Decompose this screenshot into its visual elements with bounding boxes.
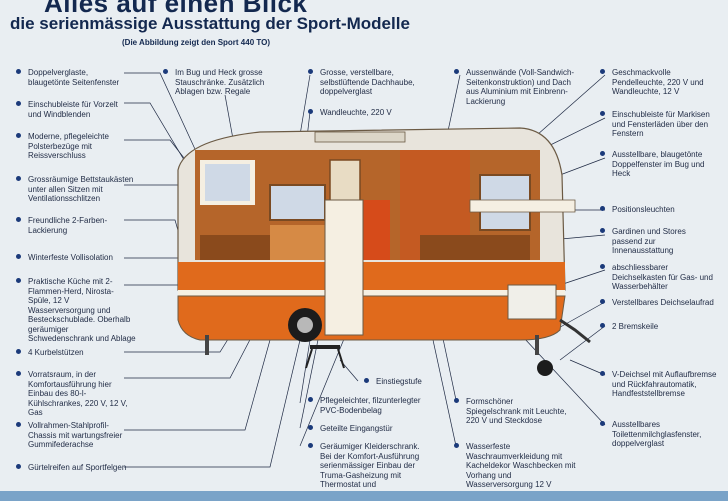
feature-label-washroom: Wasserfeste Waschraumverkleidung mit Kac… bbox=[454, 442, 576, 490]
feature-label-chassis: Vollrahmen-Stahlprofil-Chassis mit wartu… bbox=[16, 421, 132, 450]
feature-label-wall-light: Wandleuchte, 220 V bbox=[308, 108, 425, 118]
feature-label-awning-rail: Einschubleiste für Vorzelt und Windblend… bbox=[16, 100, 124, 119]
image-note: (Die Abbildung zeigt den Sport 440 TO) bbox=[122, 38, 271, 47]
feature-label-storage-fridge: Vorratsraum, in der Komfortausführung hi… bbox=[16, 370, 136, 418]
page-bottom-border bbox=[0, 491, 728, 501]
feature-label-curtains: Gardinen und Stores passend zur Innenaus… bbox=[600, 227, 716, 256]
feature-label-double-windows: Ausstellbare, blaugetönte Doppelfenster … bbox=[600, 150, 716, 179]
feature-label-side-windows: Doppelverglaste, blaugetönte Seitenfenst… bbox=[16, 68, 124, 87]
feature-label-upholstery: Moderne, pflegeleichte Polsterbezüge mit… bbox=[16, 132, 128, 161]
feature-label-awning-rail-windows: Einschubleiste für Markisen und Fensterl… bbox=[600, 110, 716, 139]
feature-label-position-lights: Positionsleuchten bbox=[600, 205, 716, 215]
feature-label-toilet-window: Ausstellbares Toilettenmilchglasfenster,… bbox=[600, 420, 716, 449]
feature-label-drawbar-box: abschliessbarer Deichselkasten für Gas- … bbox=[600, 263, 724, 292]
feature-label-kitchen: Praktische Küche mit 2-Flammen-Herd, Nir… bbox=[16, 277, 136, 344]
feature-label-mirror-cabinet: Formschöner Spiegelschrank mit Leuchte, … bbox=[454, 397, 570, 426]
feature-label-roof-hatch: Grosse, verstellbare, selbstlüftende Dac… bbox=[308, 68, 425, 97]
feature-label-wheel-chocks: 2 Bremskeile bbox=[600, 322, 716, 332]
feature-label-v-drawbar: V-Deichsel mit Auflaufbremse und Rückfah… bbox=[600, 370, 720, 399]
feature-label-stabilisers: 4 Kurbelstützen bbox=[16, 348, 128, 358]
bullet-dot bbox=[16, 69, 21, 74]
feature-label-tyres: Gürtelreifen auf Sportfelgen bbox=[16, 463, 138, 473]
feature-label-pendant-light: Geschmackvolle Pendelleuchte, 220 V und … bbox=[600, 68, 716, 97]
feature-label-split-door: Geteilte Eingangstür bbox=[308, 424, 425, 434]
page-title: Alles auf einen Blick bbox=[44, 0, 308, 18]
feature-label-two-tone: Freundliche 2-Farben-Lackierung bbox=[16, 216, 133, 235]
feature-label-insulation: Winterfeste Vollisolation bbox=[16, 253, 138, 263]
feature-label-bed-storage: Grossräumige Bettstaukästen unter allen … bbox=[16, 175, 136, 204]
feature-label-jockey-wheel: Verstellbares Deichselaufrad bbox=[600, 298, 724, 308]
feature-label-entry-step: Einstiegstufe bbox=[364, 377, 456, 387]
feature-label-floor: Pflegeleichter, filzunterlegter PVC-Bode… bbox=[308, 396, 425, 415]
page-subtitle: die serienmässige Ausstattung der Sport-… bbox=[10, 14, 410, 33]
feature-label-outer-walls: Aussenwände (Voll-Sandwich-Seitenkonstru… bbox=[454, 68, 578, 106]
feature-label-storage-cupboards: Im Bug und Heck grosse Stauschränke. Zus… bbox=[163, 68, 285, 97]
